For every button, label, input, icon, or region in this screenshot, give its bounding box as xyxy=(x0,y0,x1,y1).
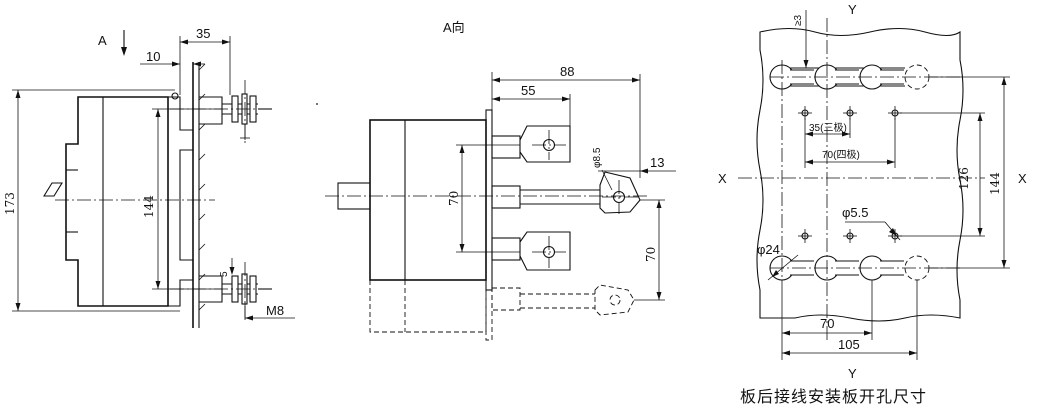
side-view: A 35 10 173 144 5 M8 xyxy=(3,26,295,328)
front-body xyxy=(369,119,487,281)
view-a-title: A向 xyxy=(443,20,465,35)
dim-35-three-pole: 35(三极) xyxy=(809,121,847,134)
dim-105: 105 xyxy=(838,337,860,352)
dim-35-side: 35 xyxy=(196,26,210,41)
dim-144-panel: 144 xyxy=(988,172,1002,195)
axis-y-top: Y xyxy=(848,2,857,17)
dim-70-front-left: 70 xyxy=(447,191,461,206)
panel-outline xyxy=(756,27,964,322)
axis-y-bottom: Y xyxy=(848,366,857,381)
panel-cutout-view: Y Y X X ≥3 35(三极) 70(四极) 126 xyxy=(718,2,1027,406)
dim-55: 55 xyxy=(521,83,535,98)
dim-173: 173 xyxy=(3,192,17,215)
dim-126: 126 xyxy=(957,167,971,190)
dim-5: 5 xyxy=(219,271,230,277)
dim-70-panel: 70 xyxy=(820,316,834,331)
mount-holes xyxy=(798,106,902,243)
axis-x-right: X xyxy=(1018,171,1027,186)
dim-ge-3: ≥3 xyxy=(793,15,804,26)
handle xyxy=(43,182,63,197)
front-view: A向 xyxy=(325,20,676,341)
label-m8: M8 xyxy=(266,303,284,318)
dim-88: 88 xyxy=(560,64,574,79)
view-a-arrow-label: A xyxy=(98,33,107,48)
axis-x-left: X xyxy=(718,171,727,186)
dim-10: 10 xyxy=(146,49,160,64)
panel-caption: 板后接线安装板开孔尺寸 xyxy=(740,387,927,406)
dim-phi-5-5: φ5.5 xyxy=(842,205,869,220)
dim-70-four-pole: 70(四极) xyxy=(822,148,860,161)
dim-144-side: 144 xyxy=(142,195,156,218)
dim-13: 13 xyxy=(650,155,664,170)
dim-phi-8-5: φ8.5 xyxy=(592,147,603,168)
dim-70-front-right: 70 xyxy=(644,247,658,262)
breaker-body xyxy=(65,96,169,307)
dim-phi-24: φ24 xyxy=(757,242,780,257)
